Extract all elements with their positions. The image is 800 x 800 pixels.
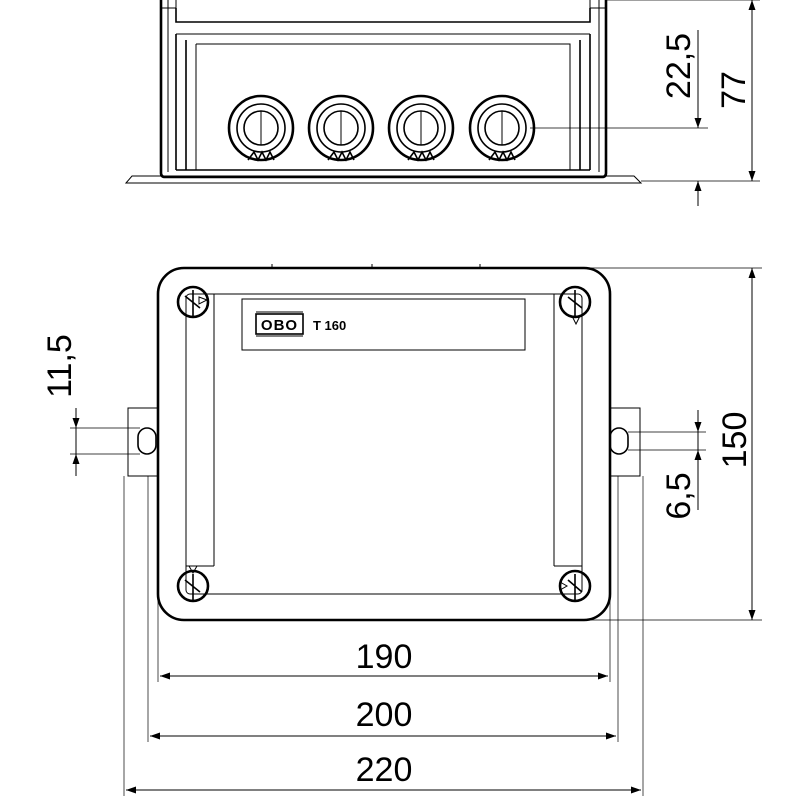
label-plate: [241, 298, 526, 351]
top-view: OBO T 160 11,5 6,5 150 190: [41, 264, 762, 796]
cable-gland-3: [387, 94, 455, 162]
corner-screw-top-left: [176, 285, 210, 319]
mounting-tab-left: [127, 407, 158, 477]
corner-screw-bottom-right: [558, 569, 592, 603]
cable-gland-2: [307, 94, 375, 162]
housing-outline: [156, 266, 612, 622]
dim-text-cable-entry: 22,5: [660, 33, 698, 99]
mounting-tab-right: [609, 407, 641, 477]
dim-text-inner-width: 190: [356, 638, 413, 676]
lid-inner-border: [185, 293, 583, 595]
brand-logo-frame: [255, 313, 304, 335]
dim-text-slot-width: 6,5: [660, 472, 698, 519]
cable-gland-1: [227, 94, 295, 162]
corner-screw-bottom-left: [176, 565, 210, 603]
dim-text-body-width: 200: [356, 696, 413, 734]
cable-gland-4: [468, 94, 536, 162]
dim-text-slot-spacing: 11,5: [41, 334, 79, 398]
dim-text-overall-width: 220: [356, 751, 413, 789]
side-view: 22,5 77: [124, 0, 760, 206]
model-label: T 160: [313, 318, 346, 333]
mounting-slot-right: [609, 427, 629, 455]
dim-text-overall-height: 77: [715, 71, 753, 109]
corner-screw-top-right: [558, 285, 592, 326]
housing-body: [159, 0, 608, 179]
mounting-slot-left: [137, 427, 157, 455]
brand-logo: OBO: [261, 317, 298, 334]
lid-rim: [161, 0, 606, 9]
base-flange: [124, 175, 643, 184]
dim-text-body-height: 150: [716, 412, 754, 469]
